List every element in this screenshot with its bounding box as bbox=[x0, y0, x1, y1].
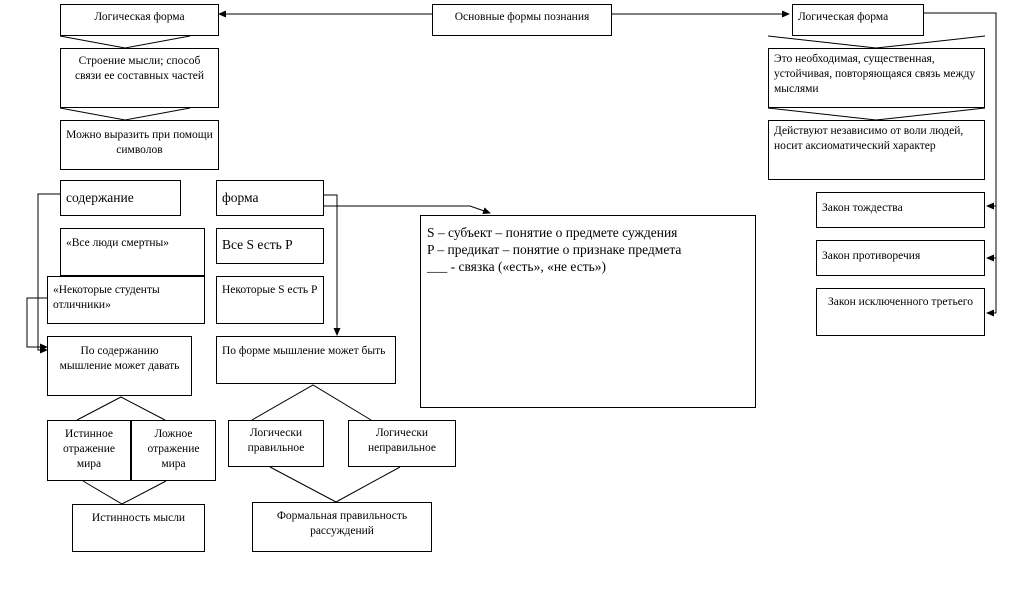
law-excluded-middle-box: Закон исключенного третьего bbox=[816, 288, 985, 336]
form-conclusion-box: По форме мышление может быть bbox=[216, 336, 396, 384]
core-forms-box: Основные формы познания bbox=[432, 4, 612, 36]
arrow-form-to-conclusion bbox=[324, 194, 341, 336]
logical-form-box-left: Логическая форма bbox=[60, 4, 219, 36]
true-reflection-box: Истинное отражение мира bbox=[47, 420, 131, 481]
connector-form-merge bbox=[269, 466, 401, 503]
independent-box: Действуют независимо от воли людей, носи… bbox=[768, 120, 985, 180]
connector-laws-bracket bbox=[924, 12, 997, 313]
note-predicate-line: P – предикат – понятие о признаке предме… bbox=[427, 242, 682, 257]
arrow-content-to-conclusion bbox=[37, 193, 60, 354]
note-copula-line: ___ - связка («есть», «не есть») bbox=[427, 259, 607, 274]
false-reflection-box: Ложное отражение мира bbox=[131, 420, 216, 481]
arrow-example2-to-conclusion bbox=[26, 297, 48, 351]
law-identity-box: Закон тождества bbox=[816, 192, 985, 228]
content-example1-box: «Все люди смертны» bbox=[60, 228, 205, 276]
form-header-box: форма bbox=[216, 180, 324, 216]
connector-structure-triangle bbox=[59, 107, 191, 121]
logically-correct-box: Логически правильное bbox=[228, 420, 324, 467]
connector-definition-triangle bbox=[767, 107, 986, 121]
logically-incorrect-box: Логически неправильное bbox=[348, 420, 456, 467]
law-contradiction-box: Закон противоречия bbox=[816, 240, 985, 276]
form-example2-box: Некоторые S есть P bbox=[216, 276, 324, 324]
content-example2-box: «Некоторые студенты отличники» bbox=[47, 276, 205, 324]
note-subject-line: S – субъект – понятие о предмете суждени… bbox=[427, 225, 678, 240]
connector-right-form-triangle bbox=[767, 35, 986, 49]
content-header-box: содержание bbox=[60, 180, 181, 216]
content-result-box: Истинность мысли bbox=[72, 504, 205, 552]
structure-box: Строение мысли; способ связи ее составны… bbox=[60, 48, 219, 108]
connector-content-merge bbox=[82, 480, 167, 505]
connector-form-split bbox=[251, 384, 372, 421]
symbols-box: Можно выразить при помощи символов bbox=[60, 120, 219, 170]
definition-box: Это необходимая, существенная, устойчива… bbox=[768, 48, 985, 108]
connector-content-split bbox=[76, 396, 166, 421]
form-example1-box: Все S есть P bbox=[216, 228, 324, 264]
form-result-box: Формальная правильность рассуждений bbox=[252, 502, 432, 552]
content-conclusion-box: По содержанию мышление может давать bbox=[47, 336, 192, 396]
judgment-note-box: S – субъект – понятие о предмете суждени… bbox=[420, 215, 756, 408]
arrow-form-to-note bbox=[324, 205, 491, 214]
connector-left-form-triangle bbox=[59, 35, 191, 49]
logical-form-box-right: Логическая форма bbox=[792, 4, 924, 36]
